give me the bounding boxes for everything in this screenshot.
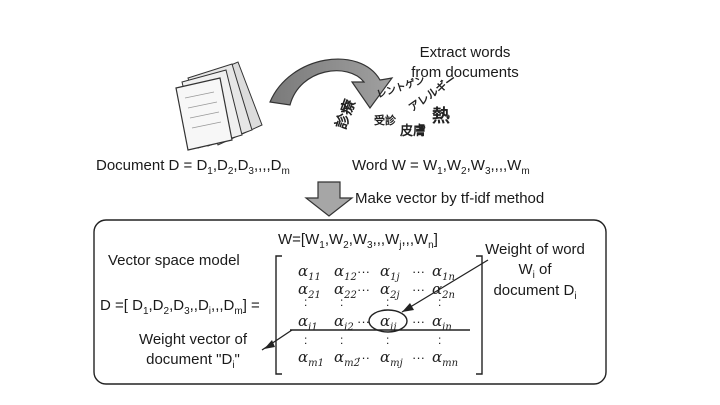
word-hifu: 皮膚 bbox=[399, 123, 426, 139]
matrix-cell-ij: αij bbox=[380, 312, 396, 333]
matrix-cell-mj: αmj bbox=[380, 348, 403, 369]
matrix-cell-m1: αm1 bbox=[298, 348, 324, 369]
w-vector-label: W=[W1,W2,W3,,,Wj,,,Wn] bbox=[278, 231, 438, 251]
matrix-vdots: : bbox=[438, 333, 441, 347]
matrix-cell-21: α21 bbox=[298, 280, 321, 301]
matrix-cell-2j: α2j bbox=[380, 280, 400, 301]
matrix-vdots: : bbox=[304, 333, 307, 347]
svg-text:Wi of: Wi of bbox=[518, 261, 552, 281]
matrix-cell-i2: αi2 bbox=[334, 312, 354, 333]
matrix-cell-1n: α1n bbox=[432, 262, 455, 283]
svg-text:Weight vector of: Weight vector of bbox=[139, 331, 248, 348]
matrix-hdots: ··· bbox=[412, 264, 425, 279]
word-set-label: Word W = W1,W2,W3,,,,Wm bbox=[352, 157, 530, 177]
word-shinryo: 診療 bbox=[332, 96, 360, 131]
matrix-vdots: : bbox=[438, 295, 441, 309]
weight-of-word-label: Weight of word Wi of document Di bbox=[485, 241, 585, 302]
matrix-brackets bbox=[275, 255, 483, 375]
matrix-vdots: : bbox=[386, 295, 389, 309]
matrix-hdots: ··· bbox=[357, 314, 370, 329]
matrix-vdots: : bbox=[386, 333, 389, 347]
word-jushin: 受診 bbox=[374, 113, 397, 127]
alpha-ij-highlight bbox=[368, 309, 408, 333]
japanese-word-cloud: レントゲン 診療 アレルギー 受診 皮膚 熱 bbox=[332, 71, 459, 139]
matrix-vdots: : bbox=[340, 295, 343, 309]
extract-curved-arrow bbox=[269, 58, 394, 110]
extract-label-line2: from documents bbox=[411, 64, 519, 81]
matrix-vdots: : bbox=[340, 333, 343, 347]
matrix-cell-in: αin bbox=[432, 312, 452, 333]
matrix-cell-2n: α2n bbox=[432, 280, 455, 301]
matrix-hdots: ··· bbox=[412, 282, 425, 297]
matrix-hdots: ··· bbox=[412, 350, 425, 365]
weight-vector-label: Weight vector of document "Di" bbox=[139, 331, 248, 371]
matrix-cell-12: α12 bbox=[334, 262, 357, 283]
svg-text:document "Di": document "Di" bbox=[146, 351, 240, 371]
matrix-hdots: ··· bbox=[357, 282, 370, 297]
word-netsu: 熱 bbox=[432, 105, 450, 127]
extract-label-line1: Extract words bbox=[420, 44, 511, 61]
make-vector-down-arrow bbox=[304, 181, 354, 217]
weight-of-word-pointer bbox=[401, 259, 489, 313]
matrix-hdots: ··· bbox=[412, 314, 425, 329]
matrix-vdots: : bbox=[304, 295, 307, 309]
matrix-cell-22: α22 bbox=[334, 280, 357, 301]
matrix-cell-11: α11 bbox=[298, 262, 321, 283]
matrix-hdots: ··· bbox=[357, 350, 370, 365]
matrix-hdots: ··· bbox=[357, 264, 370, 279]
d-vector-label: D =[ D1,D2,D3,,Di,,,Dm] = bbox=[100, 297, 260, 317]
matrix-cell-1j: α1j bbox=[380, 262, 400, 283]
document-set-label: Document D = D1,D2,D3,,,,Dm bbox=[96, 157, 290, 177]
svg-text:Weight of word: Weight of word bbox=[485, 241, 585, 258]
matrix-cell-m2: αm2 bbox=[334, 348, 360, 369]
vector-space-model-box bbox=[93, 219, 607, 385]
weight-matrix: α11 α12 α1j α1n ··· ··· α21 α22 α2j α2n ··· ··· αi1 α… bbox=[298, 262, 458, 369]
document-stack-icon bbox=[175, 61, 263, 151]
matrix-cell-i1: αi1 bbox=[298, 312, 318, 333]
make-vector-label: Make vector by tf-idf method bbox=[355, 190, 544, 207]
matrix-cell-mn: αmn bbox=[432, 348, 458, 369]
model-title: Vector space model bbox=[108, 252, 240, 269]
svg-text:document Di: document Di bbox=[493, 282, 576, 302]
weight-vector-pointer bbox=[261, 329, 293, 351]
